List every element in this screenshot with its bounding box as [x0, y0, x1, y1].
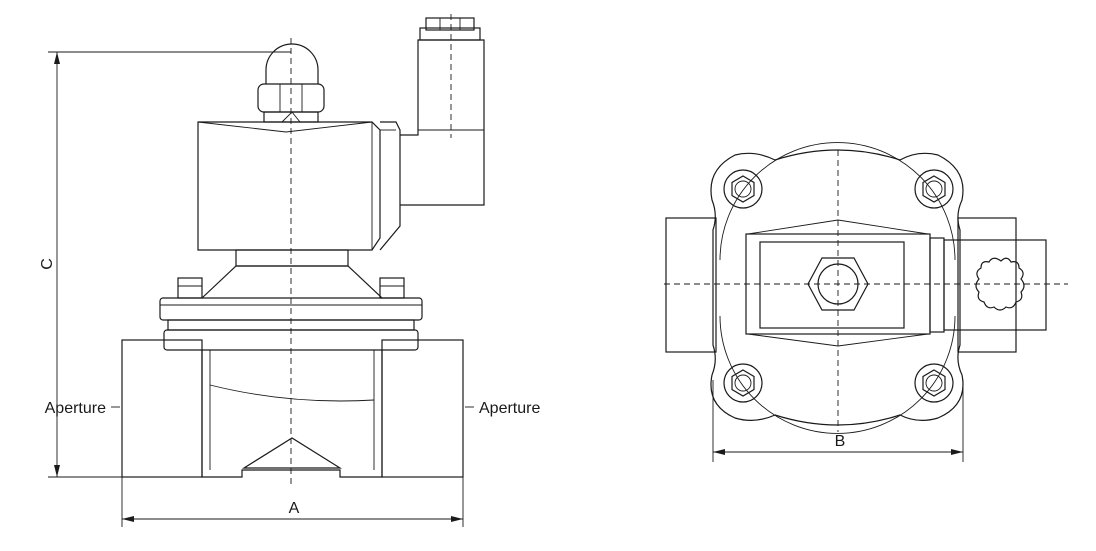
top-coil: [745, 219, 945, 347]
body-right-port: [381, 339, 464, 478]
dimension-b-label: B: [835, 433, 846, 450]
valve-body: [201, 350, 383, 478]
aperture-left: Aperture: [45, 400, 120, 417]
top-body-outline: [665, 142, 1017, 434]
aperture-left-label: Aperture: [45, 400, 106, 417]
dimension-a: A: [121, 477, 464, 527]
solenoid-coil: [197, 121, 401, 251]
top-view: B: [664, 142, 1068, 462]
dimension-c-label: C: [39, 258, 56, 270]
bolt-bottom-left: [723, 363, 763, 403]
bolt-top-right: [914, 169, 954, 209]
top-connector: [943, 239, 1047, 331]
aperture-right: Aperture: [465, 400, 540, 417]
dimension-a-label: A: [289, 500, 300, 517]
bolt-bottom-right: [914, 363, 954, 403]
body-left-port: [121, 339, 203, 478]
front-view: C A Aperture Aperture: [39, 14, 540, 527]
coil-connector: [400, 17, 485, 206]
dimension-b: B: [712, 380, 964, 462]
bolt-top-left: [723, 169, 763, 209]
aperture-right-label: Aperture: [479, 400, 540, 417]
bonnet: [201, 249, 383, 299]
dimension-c: C: [39, 51, 291, 478]
